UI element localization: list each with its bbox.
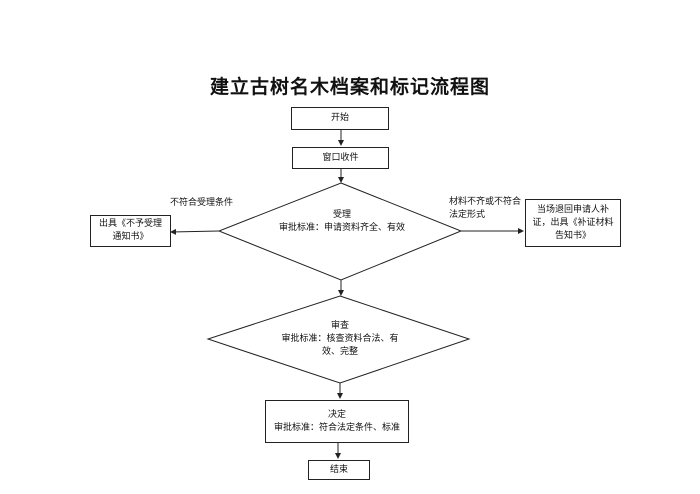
review-criteria: 审批标准：核查资料合法、有效、完整 [281,334,399,357]
decide-criteria: 审批标准：符合法定条件、标准 [273,422,400,433]
end-node: 结束 [308,460,370,480]
not-meet-label: 不符合受理条件 [170,198,234,208]
accept-criteria: 审批标准：申请资料齐全、有效 [278,223,405,233]
supplement-notice-node: 当场退回申请人补证，出具《补证材料告知书》 [525,199,621,247]
accept-label: 受理 [332,210,351,220]
incomplete-label: 材料不齐或不符合法定形式 [449,197,522,220]
reject-notice-node: 出具《不予受理通知书》 [90,215,171,247]
accept-node-text: 受理 审批标准：申请资料齐全、有效 [276,209,408,235]
decide-node: 决定 审批标准：符合法定条件、标准 [265,400,409,443]
page-title: 建立古树名木档案和标记流程图 [209,76,490,98]
review-node-text: 审查 审批标准：核查资料合法、有效、完整 [274,320,406,359]
window-receive-node: 窗口收件 [292,147,389,169]
review-label: 审查 [330,321,349,331]
arrow-accept-to-reject [170,228,220,235]
start-node: 开始 [291,107,389,130]
decide-label: 决定 [327,409,346,420]
